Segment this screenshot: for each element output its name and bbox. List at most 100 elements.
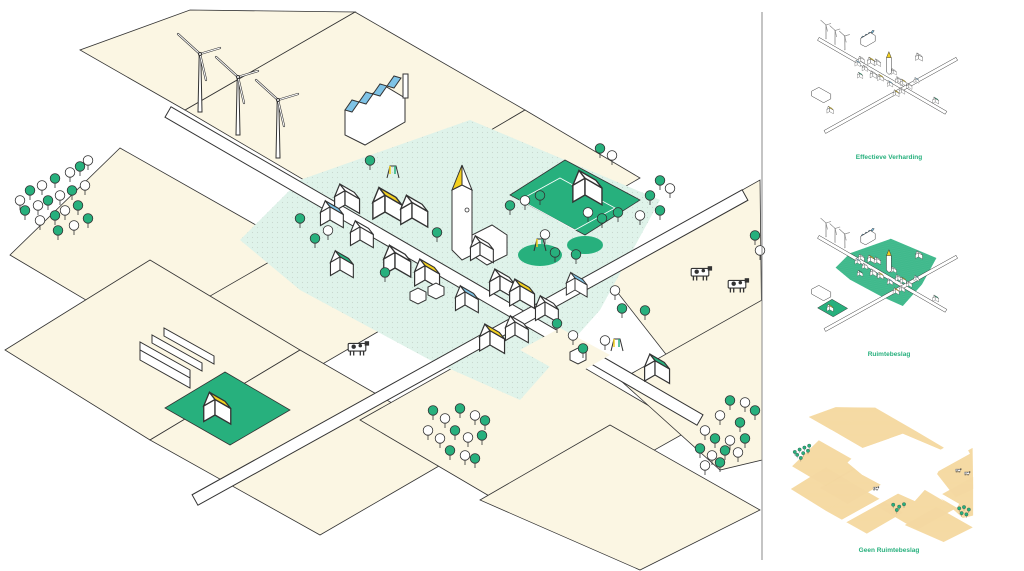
sand-texture (809, 407, 876, 432)
tree-icon (714, 410, 726, 425)
tree-icon (54, 190, 66, 205)
tree-icon (798, 456, 803, 462)
tree-icon (479, 415, 491, 430)
tree-icon (959, 511, 964, 517)
house-icon (915, 250, 923, 260)
tree-icon (32, 200, 44, 215)
tree-icon (709, 433, 721, 448)
tree-icon (612, 207, 624, 222)
tree-icon (739, 433, 751, 448)
wind-turbine-icon (176, 32, 222, 113)
house-icon (534, 294, 559, 324)
church-tower-icon (886, 248, 892, 273)
road (823, 57, 958, 134)
tree-icon (476, 430, 488, 445)
house-icon (887, 80, 893, 88)
house-icon (399, 193, 429, 229)
tree-icon (567, 330, 579, 345)
factory-icon (344, 73, 409, 146)
mini-scene (790, 407, 974, 543)
tree-icon (49, 173, 61, 188)
house-icon (329, 249, 354, 279)
house-icon (454, 284, 479, 314)
tree-icon (469, 410, 481, 425)
house-icon (643, 352, 671, 385)
house-icon (899, 285, 905, 293)
cow-icon (964, 471, 971, 476)
sand-texture (905, 507, 973, 542)
tree-icon (749, 405, 761, 420)
house-icon (867, 56, 875, 66)
tree-icon (639, 305, 651, 320)
tree-icon (459, 450, 471, 465)
church-tower-icon (886, 50, 892, 75)
swing-icon (610, 338, 624, 352)
house-icon (319, 199, 344, 229)
tree-icon (894, 508, 899, 514)
greenhouse-icon (139, 327, 215, 389)
swing-icon (386, 165, 400, 179)
tree-icon (732, 447, 744, 462)
factory-icon (860, 227, 876, 246)
tree-icon (34, 215, 46, 230)
house-icon (571, 169, 603, 207)
tree-icon (72, 200, 84, 215)
caption-geen-ruimtebeslag: Geen Ruimtebeslag (858, 547, 920, 554)
tree-icon (19, 205, 31, 220)
main-isometric-scene (4, 9, 766, 571)
tree-icon (539, 229, 551, 244)
swing-icon (533, 238, 547, 252)
tree-icon (616, 303, 628, 318)
wind-turbine-icon (829, 223, 841, 243)
house-icon (900, 276, 907, 285)
tree-icon (644, 190, 656, 205)
house-icon (869, 70, 877, 79)
house-icon (854, 257, 861, 265)
cow-icon (727, 278, 750, 293)
tree-icon (719, 445, 731, 460)
tree-icon (74, 161, 86, 176)
tree-icon (462, 432, 474, 447)
house-icon (892, 89, 900, 98)
house-icon (858, 55, 865, 64)
tree-icon (806, 448, 810, 455)
house-icon (890, 68, 897, 76)
tree-icon (469, 453, 481, 468)
wind-turbine-icon (839, 30, 850, 51)
tree-icon (439, 413, 451, 428)
tree-icon (549, 247, 561, 262)
tree-icon (749, 230, 761, 245)
house-icon (826, 303, 834, 313)
tree-icon (714, 457, 726, 472)
tree-icon (802, 445, 807, 452)
field-plot (479, 424, 761, 571)
tree-icon (964, 512, 969, 518)
greenhouse-icon (811, 285, 832, 301)
caption-ruimtebeslag: Ruimtebeslag (867, 351, 911, 358)
tree-icon (792, 450, 797, 456)
house-icon (861, 262, 868, 270)
wind-turbine-icon (820, 19, 832, 40)
house-icon (913, 275, 920, 282)
house-icon (895, 274, 902, 282)
factory-icon (860, 29, 876, 48)
panel-ruimtebeslag (811, 217, 958, 332)
cow-icon (873, 486, 880, 491)
tree-icon (724, 435, 736, 450)
tree-icon (596, 213, 608, 228)
tree-icon (431, 227, 443, 242)
road-gap (829, 430, 960, 508)
tree-icon (444, 445, 456, 460)
wind-turbine-icon (829, 25, 841, 45)
road (191, 189, 749, 506)
house-icon (899, 87, 905, 95)
house-icon (915, 52, 923, 62)
shed-icon (409, 287, 427, 305)
house-icon (932, 294, 939, 303)
house-icon (861, 64, 868, 72)
house-icon (858, 253, 865, 262)
greenhouse-icon (811, 87, 832, 103)
tree-icon (795, 452, 800, 459)
tree-icon (654, 205, 666, 220)
